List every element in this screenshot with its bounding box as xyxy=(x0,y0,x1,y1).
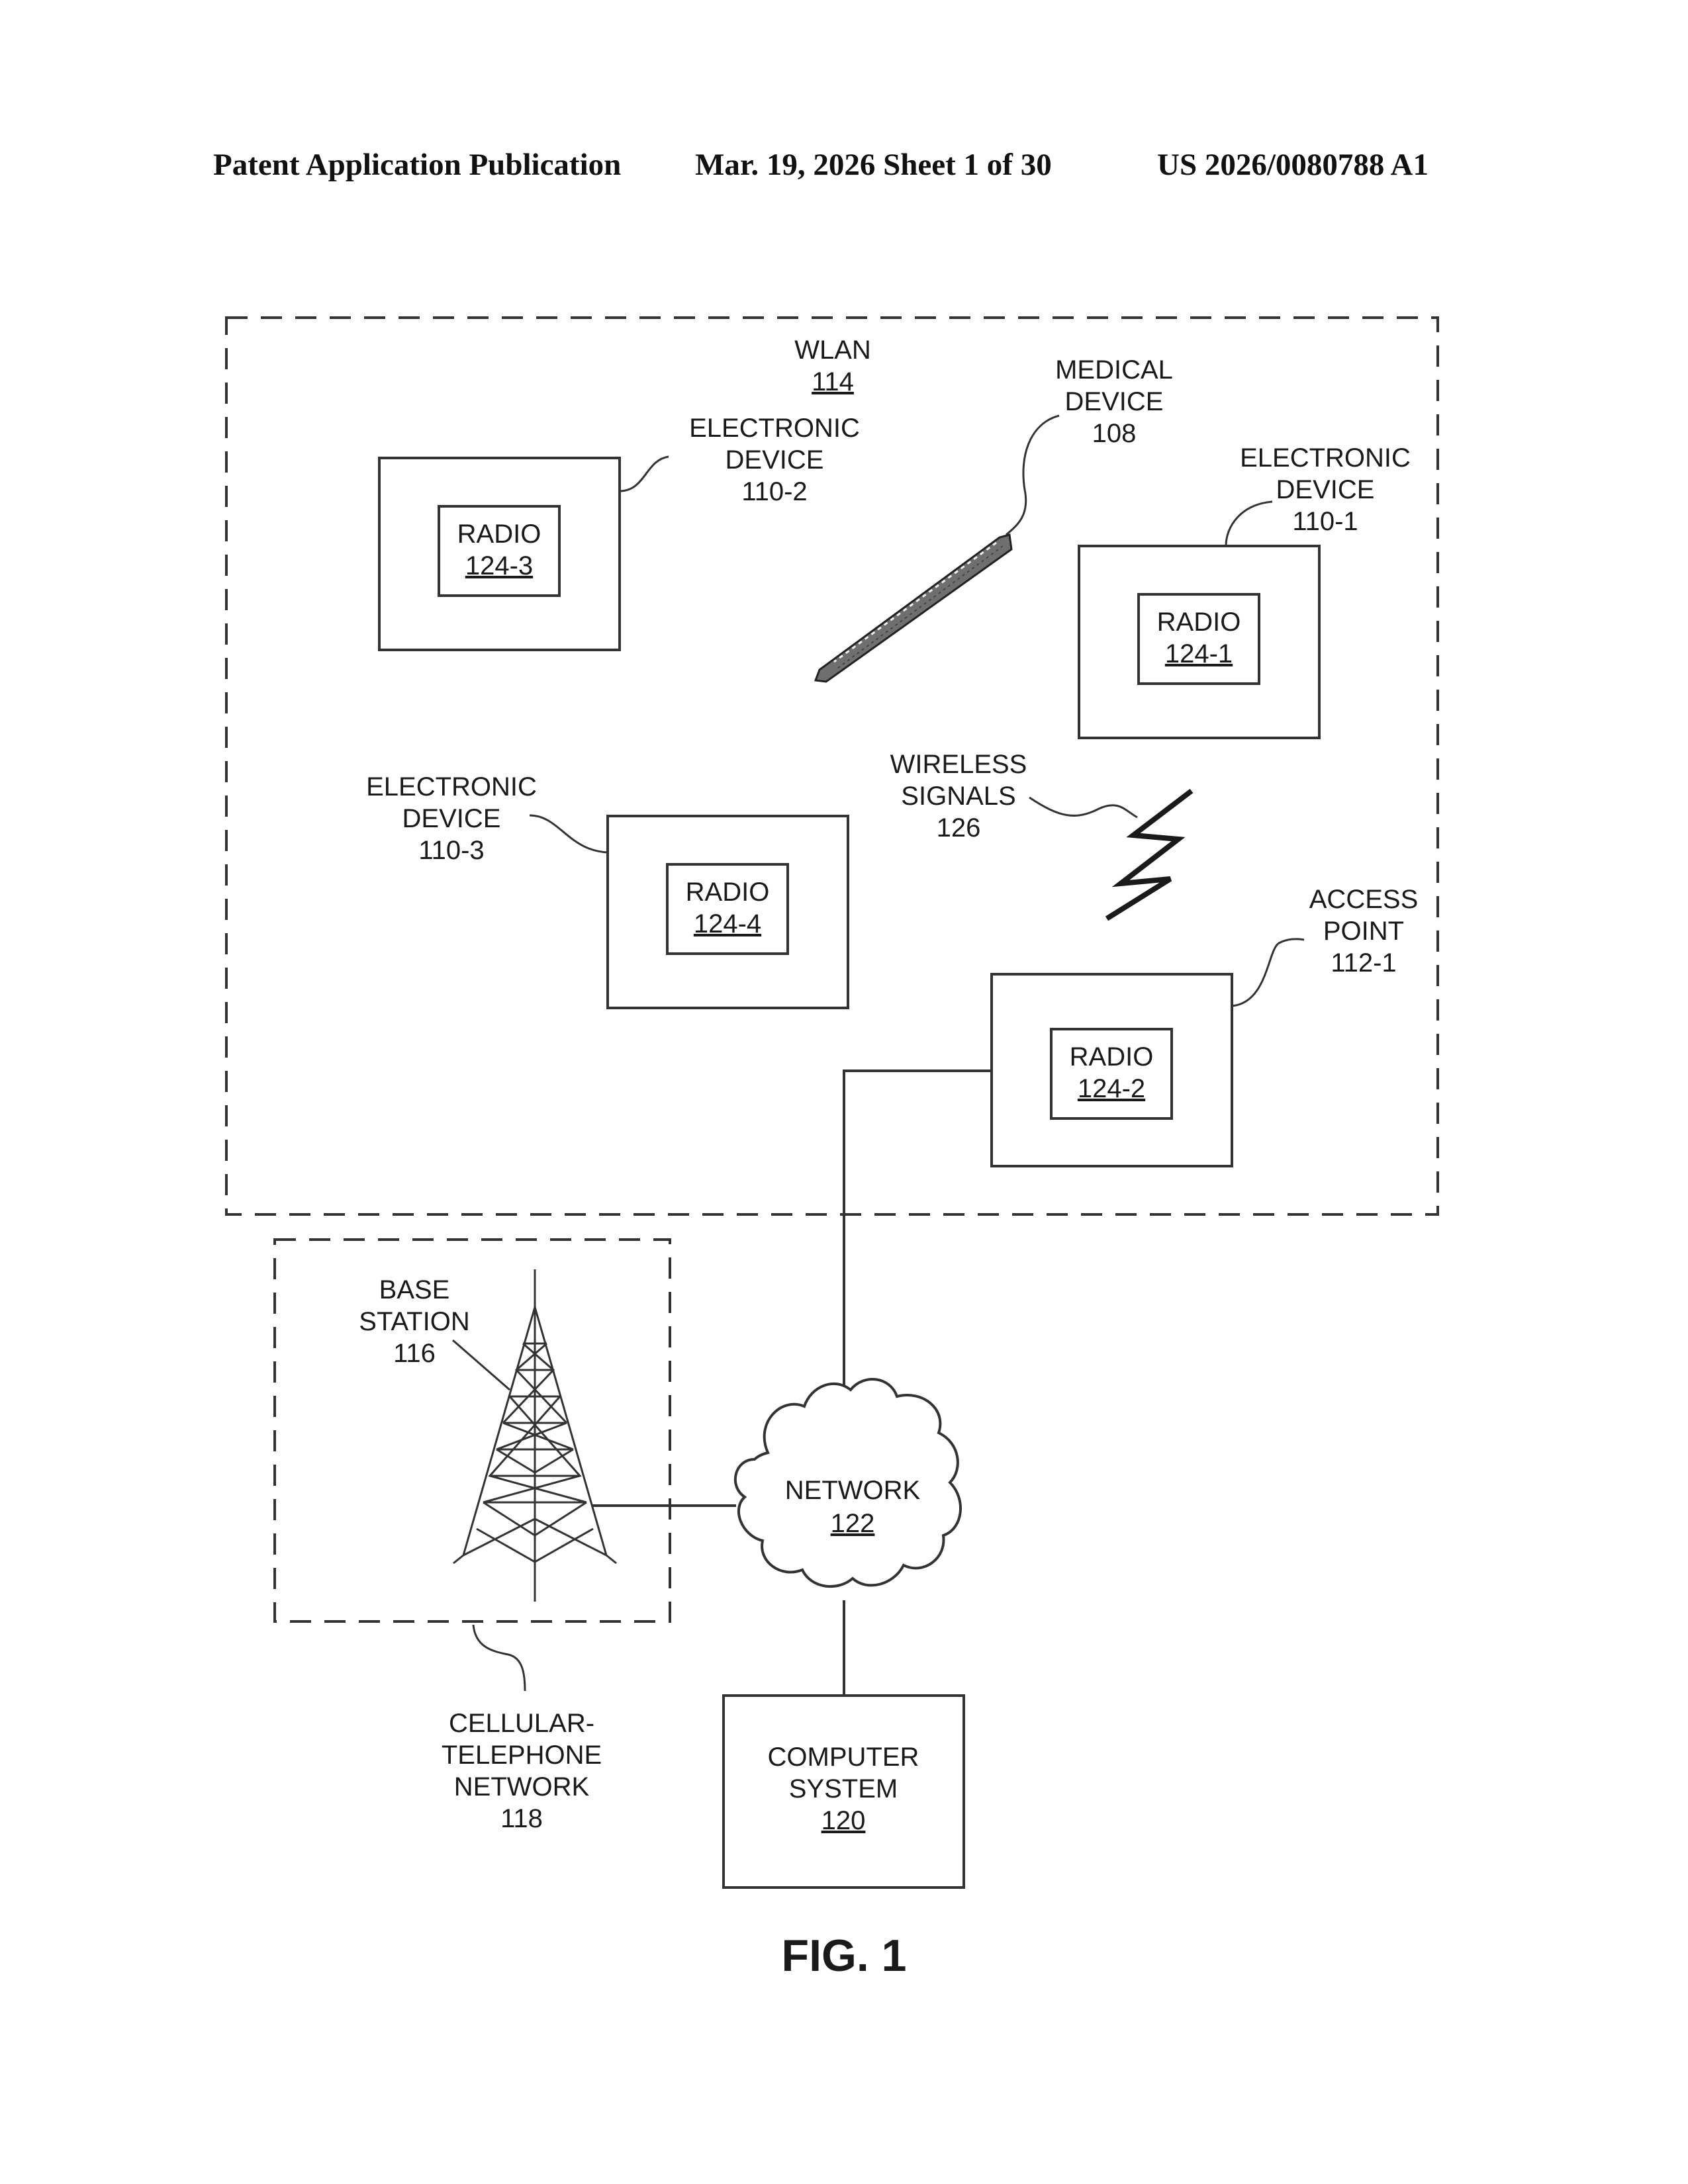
cellular-network-label-2: TELEPHONE xyxy=(442,1741,602,1770)
device-110-2-leader xyxy=(620,457,669,491)
wireless-signals-ref: 126 xyxy=(937,813,981,842)
cellular-network-leader xyxy=(473,1625,525,1691)
wireless-signals-label-1: WIRELESS xyxy=(890,750,1027,779)
radio-124-2-ref: 124-2 xyxy=(1078,1074,1145,1103)
network-label: NETWORK xyxy=(785,1476,921,1505)
cellular-network-ref: 118 xyxy=(500,1804,543,1833)
medical-device-icon xyxy=(816,535,1011,682)
device-110-3-ref: 110-3 xyxy=(418,836,484,865)
base-station-leader xyxy=(453,1340,510,1390)
device-110-2-ref: 110-2 xyxy=(741,477,807,506)
medical-device-label-1: MEDICAL xyxy=(1055,355,1173,385)
cellular-network-label-3: NETWORK xyxy=(454,1772,590,1801)
radio-124-4-ref: 124-4 xyxy=(694,909,761,938)
wlan-ref: 114 xyxy=(812,367,854,396)
radio-124-1-ref: 124-1 xyxy=(1165,639,1233,668)
device-110-3-label-1: ELECTRONIC xyxy=(366,772,537,801)
wireless-signal-zigzag xyxy=(1107,791,1192,919)
device-110-1-label-1: ELECTRONIC xyxy=(1240,443,1411,473)
computer-system-label-2: SYSTEM xyxy=(789,1774,898,1803)
access-point-label-1: ACCESS xyxy=(1309,885,1419,914)
base-station-tower-icon xyxy=(453,1269,616,1602)
radio-124-4-label: RADIO xyxy=(686,878,770,907)
radio-124-2-label: RADIO xyxy=(1070,1042,1154,1071)
device-110-1-label-2: DEVICE xyxy=(1276,475,1375,504)
radio-124-3-label: RADIO xyxy=(457,520,541,549)
figure-label: FIG. 1 xyxy=(782,1931,907,1981)
wlan-label: WLAN xyxy=(794,336,871,365)
cellular-network-label-1: CELLULAR- xyxy=(449,1709,594,1738)
access-point-label-2: POINT xyxy=(1323,917,1404,946)
access-point-leader xyxy=(1232,939,1304,1006)
device-110-1-ref: 110-1 xyxy=(1292,507,1358,536)
device-110-3-leader xyxy=(530,815,608,852)
cellular-network-boundary xyxy=(275,1240,670,1621)
base-station-label-2: STATION xyxy=(359,1307,469,1336)
device-110-1-leader xyxy=(1226,502,1272,546)
computer-system-label-1: COMPUTER xyxy=(768,1743,919,1772)
medical-device-label-2: DEVICE xyxy=(1065,387,1164,416)
device-110-3-label-2: DEVICE xyxy=(402,804,501,833)
medical-device-leader xyxy=(1006,416,1059,535)
device-110-2-label-2: DEVICE xyxy=(726,445,824,475)
wireless-signals-label-2: SIGNALS xyxy=(901,782,1015,811)
access-point-ref: 112-1 xyxy=(1331,948,1396,978)
wireless-signals-leader xyxy=(1029,797,1137,817)
network-ref: 122 xyxy=(831,1509,875,1538)
radio-124-1-label: RADIO xyxy=(1157,608,1241,637)
radio-124-3-ref: 124-3 xyxy=(465,551,533,580)
base-station-ref: 116 xyxy=(393,1339,436,1368)
computer-system-ref: 120 xyxy=(821,1806,866,1835)
medical-device-ref: 108 xyxy=(1092,419,1137,448)
device-110-2-label-1: ELECTRONIC xyxy=(689,414,860,443)
ap-network-link xyxy=(844,1071,992,1406)
base-station-label-1: BASE xyxy=(379,1275,450,1304)
